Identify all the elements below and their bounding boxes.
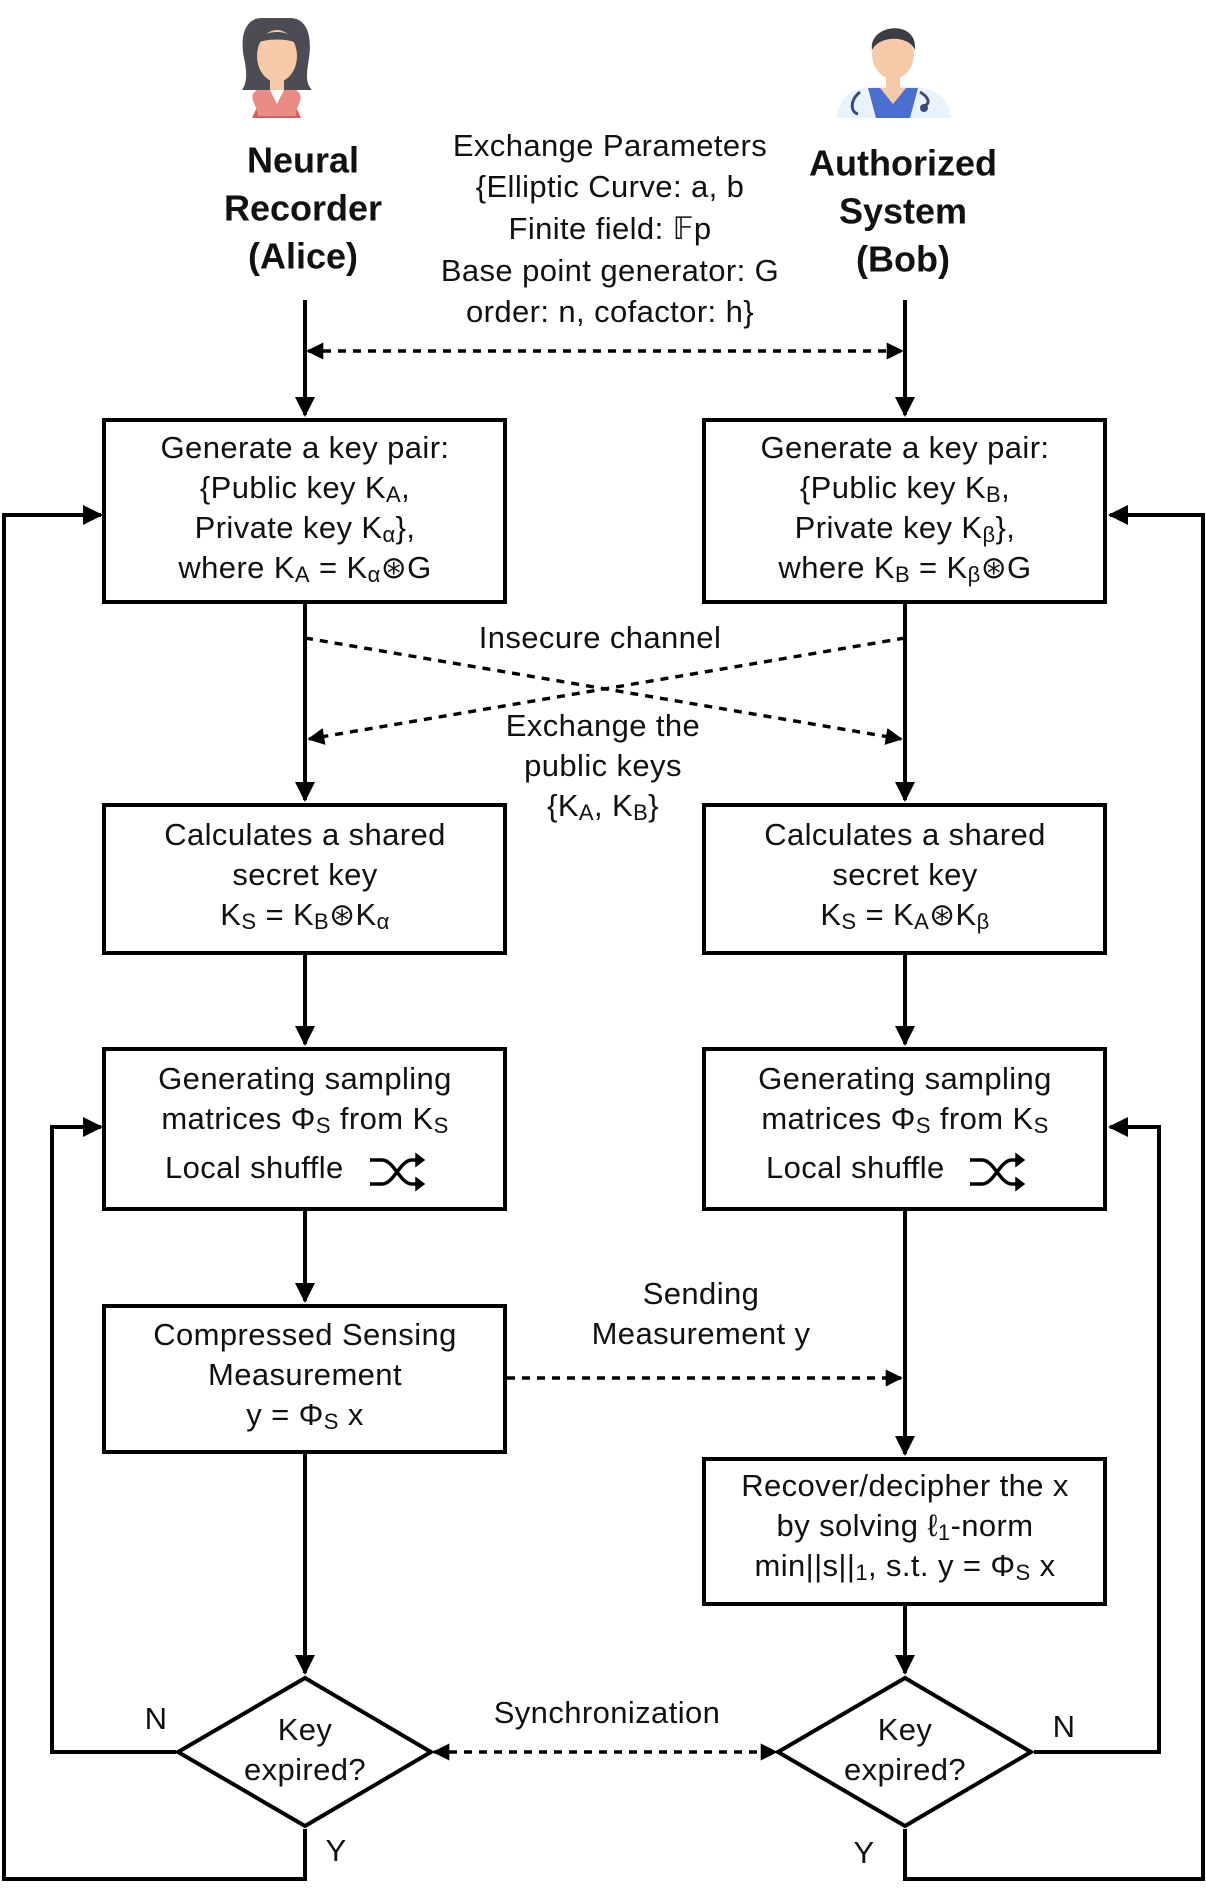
alice-shared-line3: KS = KB⊛Kα — [220, 897, 389, 934]
bob-title-line1: Authorized — [809, 143, 997, 184]
bob-shared-line2: secret key — [832, 857, 977, 892]
alice-keypair-line1: Generate a key pair: — [161, 430, 450, 465]
bob-shared-line1: Calculates a shared — [764, 817, 1046, 852]
doctor-icon — [836, 28, 952, 118]
alice-shared-secret-box: Calculates a shared secret key KS = KB⊛K… — [102, 803, 507, 955]
exchange-keys-line1: Exchange the — [506, 708, 700, 743]
alice-key-expired-decision: Key expired? N Y — [145, 1675, 435, 1868]
bob-to-alice-key-arrow — [307, 636, 906, 745]
alice-title-line2: Recorder — [224, 188, 382, 229]
sending-line1: Sending — [643, 1276, 760, 1311]
alice-keypair-box: Generate a key pair: {Public key KA, Pri… — [102, 418, 507, 604]
alice-compressed-sensing-box: Compressed Sensing Measurement y = ΦS x — [102, 1304, 507, 1454]
params-line3: Finite field: 𝔽p — [508, 211, 711, 246]
bob-no-loop-arrow — [1034, 1117, 1161, 1754]
alice-sampling-box: Generating sampling matrices ΦS from KS … — [102, 1047, 507, 1211]
alice-cs-line3: y = ΦS x — [246, 1397, 364, 1434]
params-line1: Exchange Parameters — [453, 128, 767, 163]
alice-decision-line2: expired? — [244, 1752, 366, 1787]
bob-decision-line1: Key — [878, 1712, 933, 1747]
alice-no-label: N — [145, 1701, 168, 1736]
bob-local-shuffle-label: Local shuffle — [766, 1150, 945, 1185]
alice-decision-line1: Key — [278, 1712, 333, 1747]
alice-no-loop-arrow — [50, 1117, 176, 1754]
bob-sampling-line2: matrices ΦS from KS — [761, 1101, 1048, 1138]
alice-keypair-line4: where KA = Kα⊛G — [177, 550, 431, 587]
shuffle-icon — [370, 1152, 426, 1192]
synchronization-label: Synchronization — [494, 1695, 721, 1730]
bob-keypair-line4: where KB = Kβ⊛G — [777, 550, 1031, 587]
bob-no-label: N — [1053, 1709, 1076, 1744]
alice-sampling-line1: Generating sampling — [158, 1061, 452, 1096]
bob-keypair-line3: Private key Kβ}, — [795, 510, 1016, 547]
bob-sampling-line1: Generating sampling — [758, 1061, 1052, 1096]
alice-keypair-line2: {Public key KA, — [200, 470, 410, 507]
sending-line2: Measurement y — [592, 1316, 811, 1351]
alice-title-line3: (Alice) — [248, 236, 358, 277]
alice-cs-line1: Compressed Sensing — [153, 1317, 457, 1352]
exchange-keys-line3: {KA, KB} — [547, 788, 659, 825]
alice-local-shuffle-label: Local shuffle — [165, 1150, 344, 1185]
bob-recover-line1: Recover/decipher the x — [741, 1468, 1069, 1503]
alice-yes-loop-arrow — [2, 505, 307, 1881]
bob-keypair-line1: Generate a key pair: — [761, 430, 1050, 465]
bob-recover-line2: by solving ℓ1-norm — [777, 1508, 1034, 1545]
shuffle-icon — [970, 1152, 1026, 1192]
bob-keypair-box: Generate a key pair: {Public key KB, Pri… — [702, 418, 1107, 604]
bob-yes-loop-arrow — [903, 505, 1205, 1881]
bob-keypair-line2: {Public key KB, — [800, 470, 1010, 507]
exchange-parameters: Exchange Parameters {Elliptic Curve: a, … — [441, 128, 779, 329]
alice-title-line1: Neural — [247, 140, 359, 181]
params-line4: Base point generator: G — [441, 253, 779, 288]
alice-sampling-line2: matrices ΦS from KS — [161, 1101, 448, 1138]
bob-title-line2: System — [839, 191, 967, 232]
alice-shared-line1: Calculates a shared — [164, 817, 446, 852]
bob-shared-secret-box: Calculates a shared secret key KS = KA⊛K… — [702, 803, 1107, 955]
connectors — [2, 300, 1205, 1881]
bob-shared-line3: KS = KA⊛Kβ — [820, 897, 989, 934]
bob-key-expired-decision: Key expired? N Y — [774, 1675, 1076, 1870]
params-line2: {Elliptic Curve: a, b — [476, 169, 745, 204]
insecure-channel-label: Insecure channel — [479, 620, 722, 655]
alice-keypair-line3: Private key Kα}, — [195, 510, 416, 547]
bob-decision-line2: expired? — [844, 1752, 966, 1787]
exchange-keys-line2: public keys — [524, 748, 682, 783]
bob-recover-box: Recover/decipher the x by solving ℓ1-nor… — [702, 1457, 1107, 1606]
alice-shared-line2: secret key — [232, 857, 377, 892]
bob-yes-label: Y — [853, 1835, 874, 1870]
alice-cs-line2: Measurement — [208, 1357, 402, 1392]
bob-sampling-box: Generating sampling matrices ΦS from KS … — [702, 1047, 1107, 1211]
bob-title-line3: (Bob) — [856, 239, 950, 280]
params-line5: order: n, cofactor: h} — [466, 294, 754, 329]
bob-recover-line3: min||s||1, s.t. y = ΦS x — [754, 1548, 1055, 1585]
alice-yes-label: Y — [325, 1833, 346, 1868]
female-user-icon — [242, 18, 312, 118]
